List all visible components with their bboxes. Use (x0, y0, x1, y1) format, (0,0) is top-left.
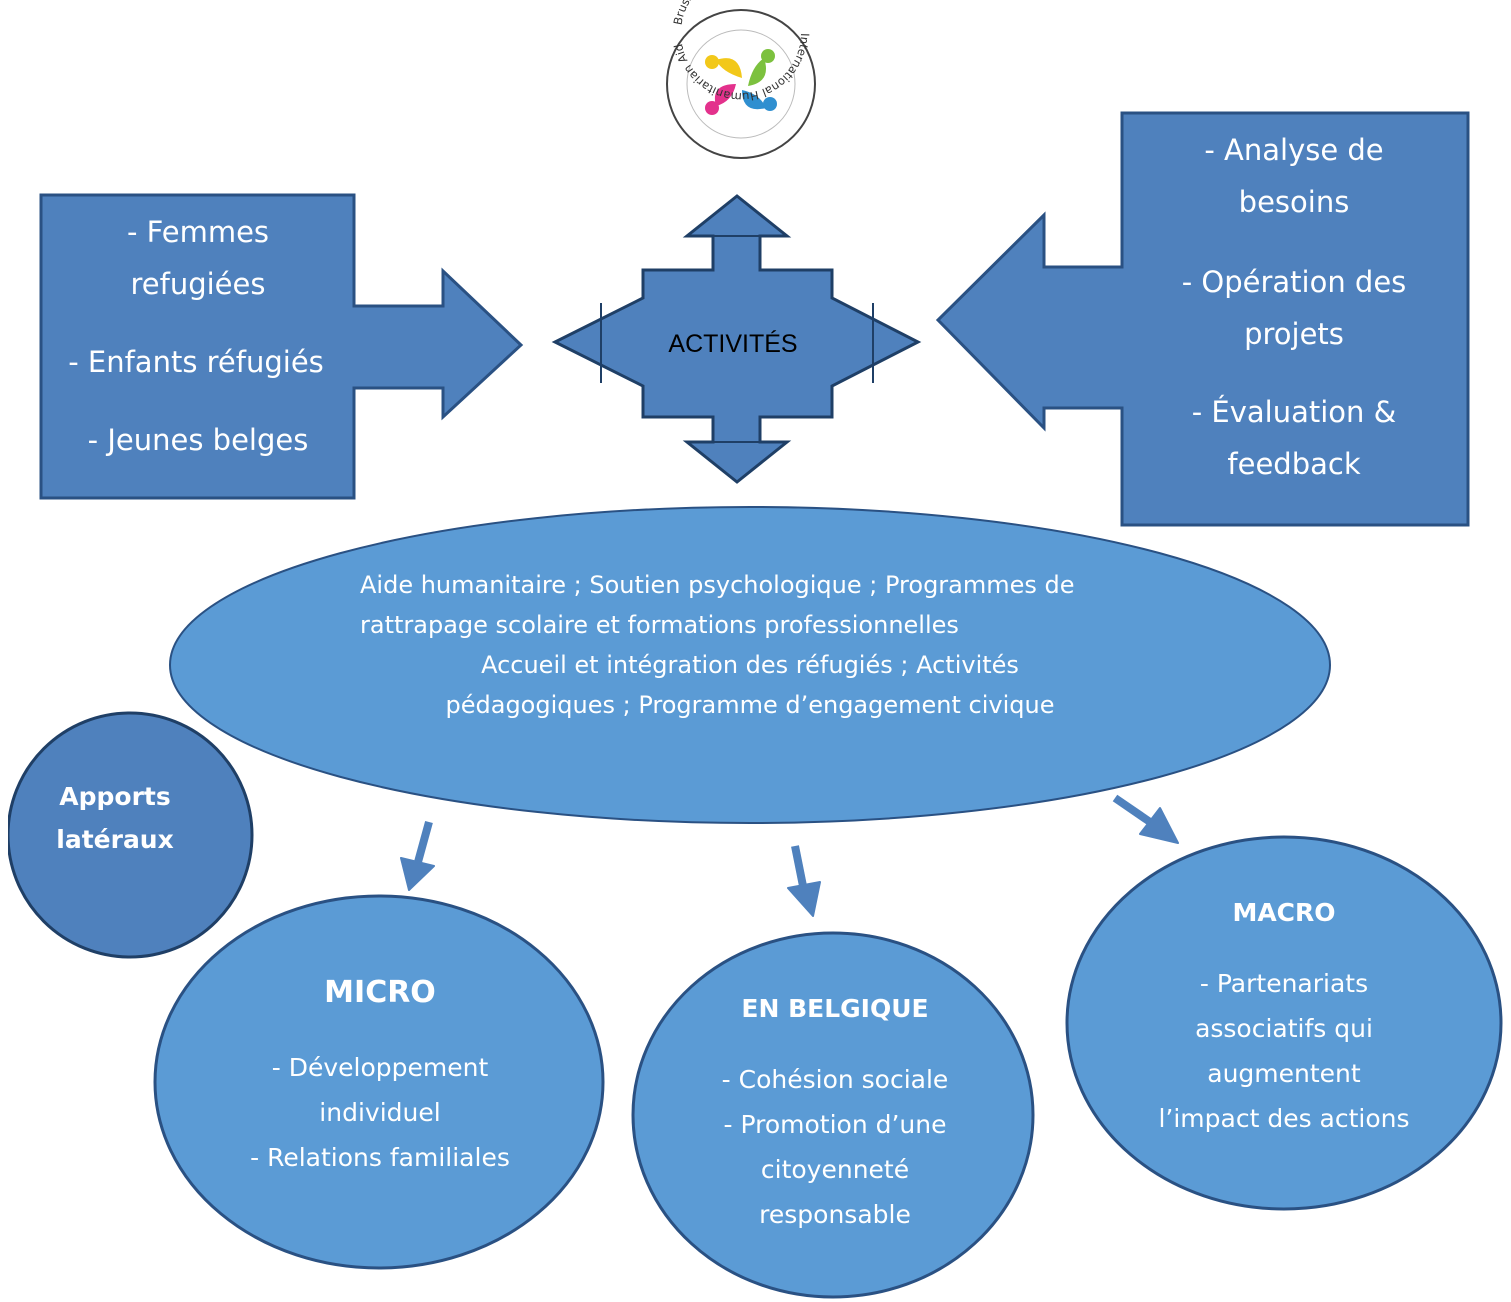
left-box-text: - Femmes refugiées - Enfants réfugiés - … (42, 206, 354, 466)
right-box-line: besoins (1238, 185, 1350, 219)
apports-line: Apports (59, 782, 171, 811)
page-edge-mask (0, 700, 8, 980)
macro-line: - Partenariats (1199, 969, 1369, 998)
arrow-to-macro (1112, 794, 1179, 844)
micro-line: - Relations familiales (250, 1143, 510, 1172)
apports-line: latéraux (56, 825, 174, 854)
right-box-line: projets (1244, 317, 1344, 351)
ellipse-line: rattrapage scolaire et formations profes… (360, 611, 959, 639)
belgique-text: EN BELGIQUE - Cohésion sociale - Promoti… (635, 986, 1035, 1237)
macro-line: l’impact des actions (1158, 1104, 1410, 1133)
right-box-line: - Évaluation & (1191, 395, 1397, 429)
right-box-text: - Analyse de besoins - Opération des pro… (1124, 124, 1464, 490)
belgique-circle (631, 931, 1035, 1299)
apports-text: Apports latéraux (30, 775, 200, 861)
left-box-line: - Enfants réfugiés (68, 345, 324, 379)
left-box-line: - Femmes (126, 215, 270, 249)
macro-text: MACRO - Partenariats associatifs qui aug… (1084, 890, 1484, 1141)
macro-circle (1065, 835, 1503, 1211)
activites-quad-arrow (551, 194, 922, 484)
left-box-line: - Jeunes belges (87, 423, 309, 457)
macro-title: MACRO (1232, 898, 1336, 927)
activites-label: ACTIVITÉS (668, 329, 797, 358)
belgique-title: EN BELGIQUE (741, 994, 929, 1023)
belgique-line: - Cohésion sociale (721, 1065, 949, 1094)
micro-text: MICRO - Développement individuel - Relat… (180, 970, 580, 1180)
logo-figures-icon (705, 49, 777, 115)
arrow-to-belgique (787, 845, 821, 917)
arrow-to-micro (400, 820, 435, 891)
micro-circle (153, 894, 605, 1270)
macro-line: associatifs qui (1195, 1014, 1373, 1043)
belgique-line: responsable (759, 1200, 911, 1229)
right-box-line: - Opération des (1181, 265, 1407, 299)
left-box-line: refugiées (130, 267, 266, 301)
right-box-line: - Analyse de (1204, 133, 1384, 167)
ellipse-text: Aide humanitaire ; Soutien psychologique… (300, 565, 1200, 725)
belgique-line: - Promotion d’une (723, 1110, 947, 1139)
activities-ellipse (169, 506, 1331, 824)
micro-line: individuel (319, 1098, 441, 1127)
sb-overseas-logo: Brussels * SB OverSeas * International H… (666, 0, 816, 159)
macro-line: augmentent (1207, 1059, 1361, 1088)
micro-line: - Développement (271, 1053, 489, 1082)
right-box-line: feedback (1227, 447, 1361, 481)
ellipse-line: pédagogiques ; Programme d’engagement ci… (445, 691, 1055, 719)
belgique-line: citoyenneté (760, 1155, 910, 1184)
ellipse-line: Aide humanitaire ; Soutien psychologique… (360, 571, 1075, 599)
quad-arrow-edges (600, 235, 874, 443)
ellipse-line: Accueil et intégration des réfugiés ; Ac… (481, 651, 1019, 679)
left-arrow-box (39, 193, 524, 500)
micro-title: MICRO (324, 975, 436, 1010)
right-arrow-box (935, 111, 1470, 527)
